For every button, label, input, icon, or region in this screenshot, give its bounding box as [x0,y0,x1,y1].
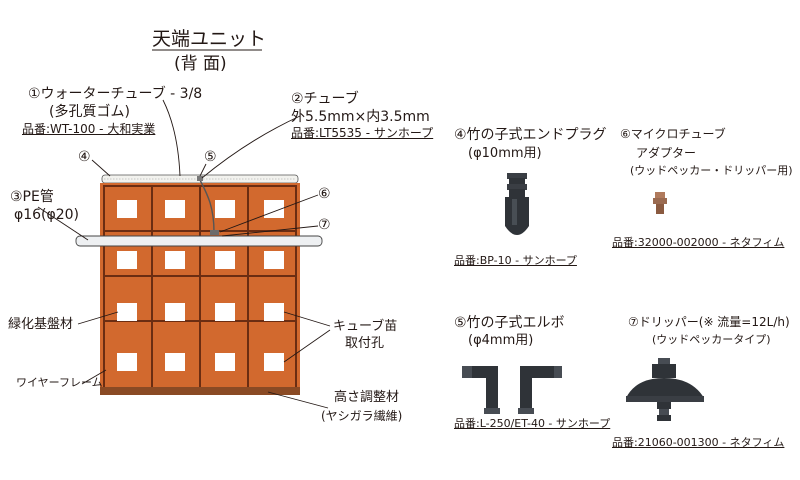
label-tube-part: 品番:LT5535 - サンホープ [291,126,434,140]
part5-part-number: 品番:L-250/ET-40 - サンホープ [454,417,611,430]
end-plug-illustration [505,173,529,235]
label-wire-frame: ワイヤーフレーム [16,376,103,389]
part5-sub: (φ4mm用) [468,333,534,348]
label-pe-pipe: ③PE管 [10,189,54,205]
wire-frame [103,185,297,390]
pe-pipe [75,235,323,247]
label-water-tube: ①ウォーターチューブ - 3/8 [28,86,203,102]
part4-part-number: 品番:BP-10 - サンホープ [454,254,577,267]
diagram-title: 天端ユニット [152,28,267,50]
cube-holes [117,200,284,371]
leader-lines [37,99,331,409]
callout-7: ⑦ [318,217,331,233]
micro-tube [199,179,215,233]
label-pe-size: φ16(φ20) [14,207,80,223]
label-cube-hole-2: 取付孔 [345,336,385,351]
part4-title: ④竹の子式エンドプラグ [454,127,607,143]
part5-title: ⑤竹の子式エルボ [454,315,565,331]
part6-title: ⑥マイクロチューブ [620,127,726,141]
elbow-illustration [462,366,562,414]
part7-part-number: 品番:21060-001300 - ネタフィム [612,436,785,449]
height-adjuster [100,387,300,395]
callout-6: ⑥ [318,186,331,202]
callout-4: ④ [78,149,91,165]
label-cube-hole: キューブ苗 [333,319,398,334]
dripper-illustration [626,358,704,421]
label-height-adjuster: 高さ調整材 [334,390,400,405]
diagram-subtitle: (背 面) [174,54,227,74]
label-greening: 緑化基盤材 [8,317,74,332]
label-tube-size: 外5.5mm×内3.5mm [291,109,430,125]
label-tube: ②チューブ [291,91,359,107]
dripper-small [210,230,219,235]
adapter-illustration [653,192,667,214]
part7-sub: (ウッドペッカータイプ) [652,333,771,346]
label-height-adjuster-material: (ヤシガラ繊維) [321,409,403,423]
part6-sub1: アダプター [636,146,697,160]
part7-title: ⑦ドリッパー(※ 流量=12L/h) [628,315,790,329]
label-water-tube-material: (多孔質ゴム) [49,104,130,120]
callout-5: ⑤ [204,149,217,165]
part6-sub2: (ウッドペッカー・ドリッパー用) [630,164,793,177]
part6-part-number: 品番:32000-002000 - ネタフィム [612,236,785,249]
elbow-small [197,176,203,181]
label-water-tube-part: 品番:WT-100 - 大和実業 [22,122,156,136]
part4-sub: (φ10mm用) [468,146,542,161]
